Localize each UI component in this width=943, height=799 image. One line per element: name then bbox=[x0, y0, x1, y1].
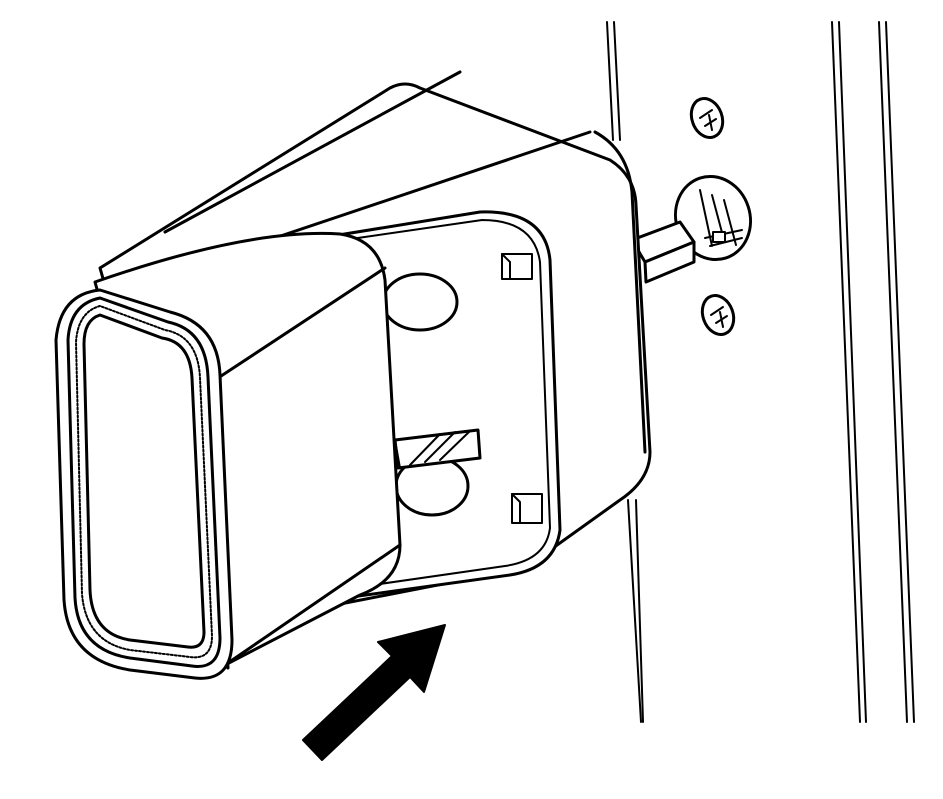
wall-frame bbox=[606, 21, 915, 723]
frame-line-4 bbox=[885, 21, 915, 723]
plug-prong bbox=[630, 220, 696, 284]
frame-line-3 bbox=[878, 21, 908, 723]
outlet-screw-bottom bbox=[700, 294, 736, 336]
device-front-face bbox=[54, 288, 234, 680]
wall-edge-line-3 bbox=[627, 499, 642, 723]
wall-socket-opening bbox=[673, 174, 753, 262]
lens-window bbox=[82, 313, 206, 649]
frame-line-1 bbox=[831, 21, 861, 723]
wall-edge-line-4 bbox=[635, 499, 644, 723]
wall-edge-line-2 bbox=[613, 21, 621, 141]
outlet-screw-top bbox=[689, 97, 725, 139]
arrow-up-right-icon bbox=[302, 624, 446, 761]
frame-line-2 bbox=[838, 21, 867, 723]
wall-edge-line-1 bbox=[606, 21, 614, 141]
bracket-hole-top bbox=[381, 272, 459, 332]
